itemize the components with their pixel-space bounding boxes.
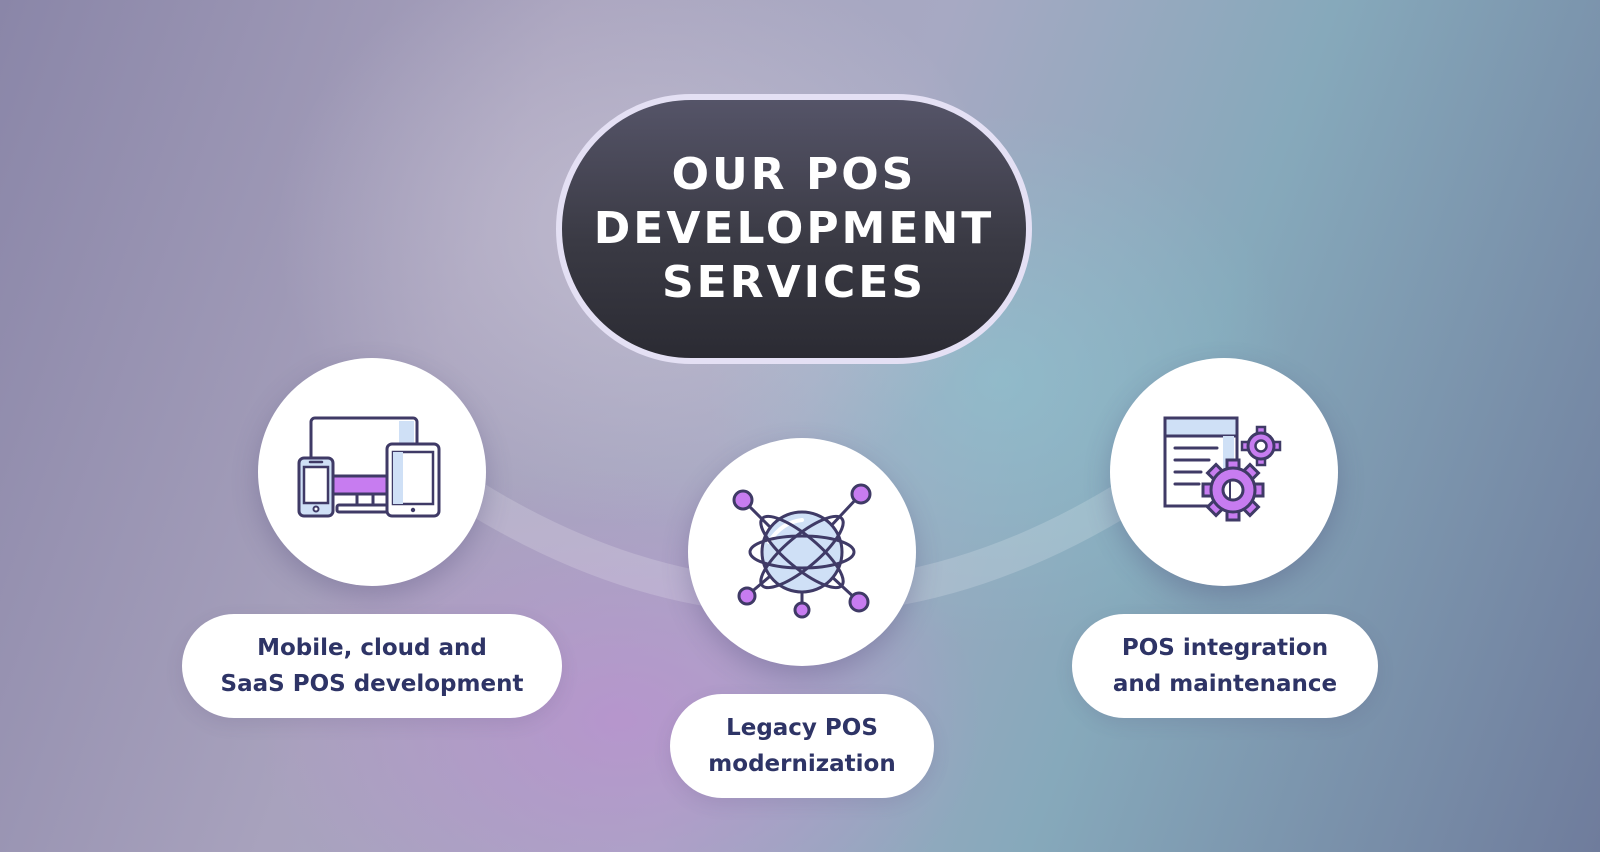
label-line: Mobile, cloud and [257,635,487,661]
service-label-integration: POS integration and maintenance [1072,614,1378,718]
label-line: and maintenance [1112,671,1338,697]
label-line: Legacy POS [726,715,878,741]
title-pill: OUR POS DEVELOPMENT SERVICES [556,94,1032,364]
label-line: SaaS POS development [220,671,524,697]
service-icon-circle-integration [1110,358,1338,586]
service-icon-circle-mobile [258,358,486,586]
label-line: POS integration [1121,635,1329,661]
globe-network-icon [732,483,872,619]
label-line: modernization [708,751,896,777]
page-title: OUR POS DEVELOPMENT SERVICES [594,148,995,310]
service-label-mobile: Mobile, cloud and SaaS POS development [182,614,562,718]
service-label-legacy: Legacy POS modernization [670,694,934,798]
document-gears-icon [1163,416,1282,522]
title-line-2: DEVELOPMENT [593,203,995,254]
devices-icon [297,416,441,518]
title-line-1: OUR POS [671,149,917,200]
title-line-3: SERVICES [661,257,927,308]
service-icon-circle-legacy [688,438,916,666]
